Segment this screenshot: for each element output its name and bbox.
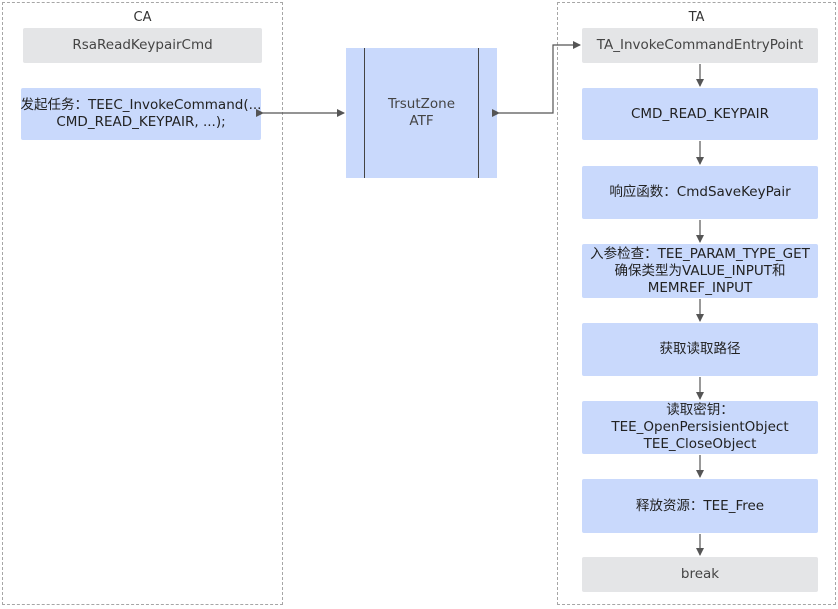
- ta-param-check-line2: 确保类型为VALUE_INPUT和: [614, 262, 786, 279]
- ta-param-check-line3: MEMREF_INPUT: [647, 279, 753, 296]
- ta-break-node: break: [582, 557, 818, 592]
- ca-lane-title: CA: [133, 10, 152, 25]
- ta-lane-title: TA: [688, 10, 705, 25]
- ta-param-check-line1: 入参检查：TEE_PARAM_TYPE_GET: [590, 245, 810, 262]
- ta-handler-node: 响应函数：CmdSaveKeyPair: [582, 166, 818, 219]
- trustzone-ta-connector: [492, 41, 581, 117]
- trustzone-label: TrsutZone: [387, 96, 456, 112]
- ca-header-label: RsaReadKeypairCmd: [72, 37, 213, 53]
- ta-break-label: break: [680, 566, 720, 582]
- trustzone-atf-node: TrsutZone ATF: [346, 48, 497, 178]
- ta-get-path-node: 获取读取路径: [582, 323, 818, 376]
- ta-entry-label: TA_InvokeCommandEntryPoint: [596, 37, 804, 53]
- ca-invoke-task-line2: CMD_READ_KEYPAIR, ...);: [56, 114, 226, 130]
- ta-cmd-node: CMD_READ_KEYPAIR: [582, 88, 818, 140]
- ta-get-path-label: 获取读取路径: [659, 341, 741, 357]
- ta-read-key-node: 读取密钥： TEE_OpenPersisientObject TEE_Close…: [582, 401, 818, 454]
- ta-entry-node: TA_InvokeCommandEntryPoint: [582, 28, 818, 63]
- ta-param-check-node: 入参检查：TEE_PARAM_TYPE_GET 确保类型为VALUE_INPUT…: [582, 244, 818, 298]
- ta-free-label: 释放资源：TEE_Free: [635, 497, 765, 514]
- trustzone-right-bar: [478, 48, 479, 178]
- ca-invoke-task-node: 发起任务：TEEC_InvokeCommand(... CMD_READ_KEY…: [21, 88, 261, 140]
- ta-free-node: 释放资源：TEE_Free: [582, 479, 818, 533]
- ta-read-key-line3: TEE_CloseObject: [643, 436, 757, 452]
- ta-lane: TA: [557, 2, 836, 605]
- ca-invoke-task-line1: 发起任务：TEEC_InvokeCommand(...: [20, 97, 262, 113]
- ta-handler-label: 响应函数：CmdSaveKeyPair: [609, 184, 791, 200]
- ca-lane: CA: [2, 2, 283, 605]
- atf-label: ATF: [409, 113, 434, 129]
- ta-read-key-line2: TEE_OpenPersisientObject: [611, 419, 789, 435]
- ca-header-node: RsaReadKeypairCmd: [23, 28, 262, 63]
- ta-read-key-line1: 读取密钥：: [666, 402, 734, 418]
- ta-cmd-label: CMD_READ_KEYPAIR: [630, 105, 769, 122]
- trustzone-left-bar: [364, 48, 365, 178]
